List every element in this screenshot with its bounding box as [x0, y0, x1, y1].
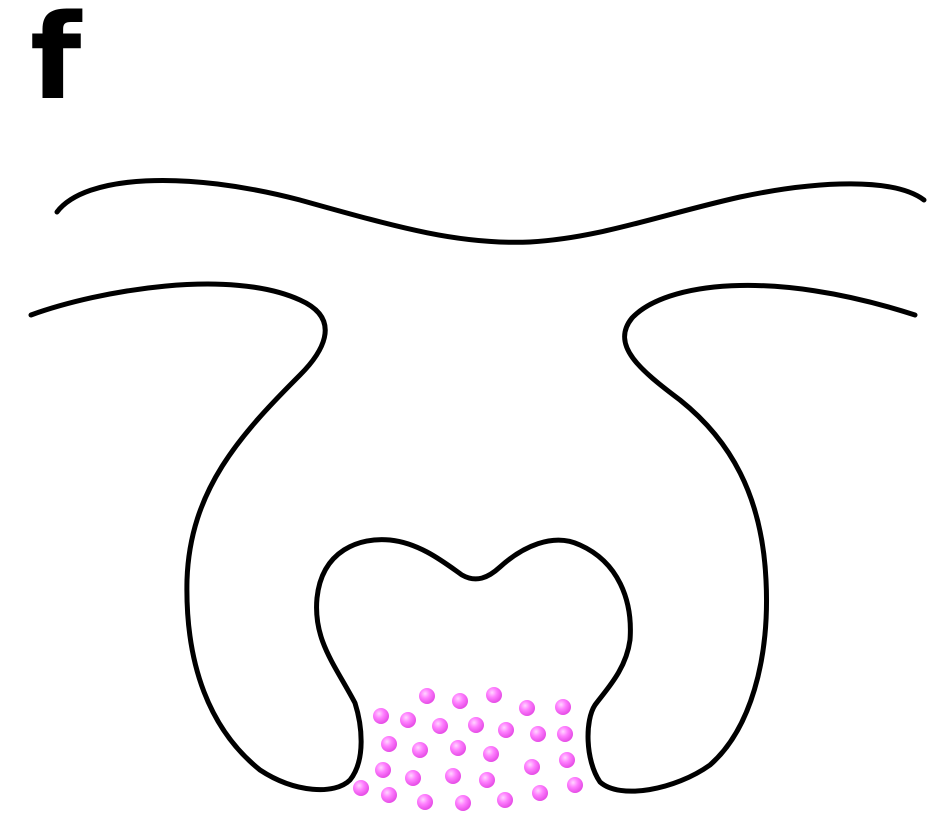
top-contour-line — [57, 180, 924, 242]
pink-cell — [452, 693, 468, 709]
pink-cell — [400, 712, 416, 728]
pink-cell — [375, 762, 391, 778]
pink-cell — [498, 722, 514, 738]
pink-cell — [468, 717, 484, 733]
pink-cell — [419, 688, 435, 704]
pink-cell — [412, 742, 428, 758]
pink-cell — [519, 700, 535, 716]
pink-cell — [530, 726, 546, 742]
pink-cell — [353, 780, 369, 796]
pink-cell — [567, 777, 583, 793]
pink-cell — [486, 687, 502, 703]
pink-cell — [381, 787, 397, 803]
cell-cluster — [353, 687, 583, 811]
pink-cell — [532, 785, 548, 801]
pink-cell — [445, 768, 461, 784]
pink-cell — [432, 718, 448, 734]
pink-cell — [479, 772, 495, 788]
pink-cell — [405, 770, 421, 786]
pink-cell — [557, 726, 573, 742]
pink-cell — [559, 752, 575, 768]
cup-outline — [31, 284, 915, 791]
pink-cell — [417, 794, 433, 810]
pink-cell — [381, 736, 397, 752]
pink-cell — [555, 699, 571, 715]
pink-cell — [524, 759, 540, 775]
pink-cell — [497, 792, 513, 808]
pink-cell — [483, 746, 499, 762]
pink-cell — [373, 708, 389, 724]
pink-cell — [450, 740, 466, 756]
pink-cell — [455, 795, 471, 811]
